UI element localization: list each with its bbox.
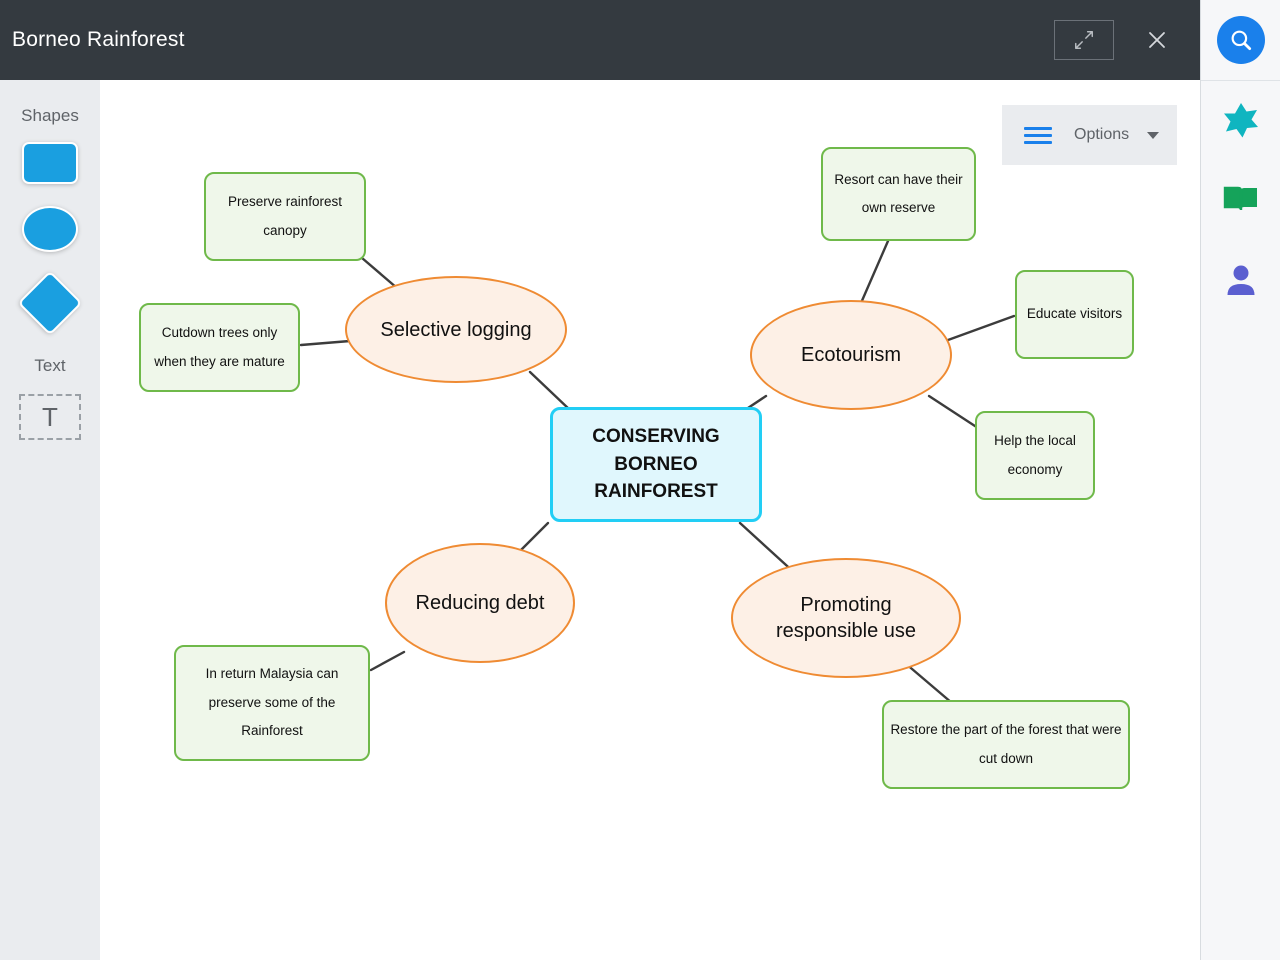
options-button[interactable]: Options: [1002, 105, 1177, 165]
search-icon[interactable]: [1217, 16, 1265, 64]
options-label: Options: [1074, 126, 1130, 143]
mindmap-edge: [946, 314, 1016, 342]
hamburger-icon: [1024, 123, 1052, 148]
leaf-node-restore-forest[interactable]: Restore the part of the forest that were…: [882, 700, 1130, 789]
chevron-down-icon: [1147, 131, 1159, 139]
rail-divider: [1201, 80, 1280, 81]
close-icon[interactable]: [1136, 19, 1178, 61]
node-label: Educate visitors: [1026, 306, 1123, 322]
node-label: Restore the part of the forest that were…: [890, 722, 1122, 766]
node-label: Reducing debt: [415, 592, 545, 614]
rectangle-shape[interactable]: [22, 142, 78, 184]
text-tool[interactable]: T: [19, 394, 81, 440]
right-icon-rail: [1200, 0, 1280, 960]
expand-arrows-icon[interactable]: [1054, 20, 1114, 60]
ellipse-shape[interactable]: [22, 206, 78, 252]
user-profile-icon[interactable]: [1201, 256, 1280, 304]
mindmap-edge: [903, 661, 954, 705]
node-label: Selective logging: [380, 318, 532, 341]
mindmap-edge: [299, 339, 352, 347]
shapes-panel-title: Shapes: [21, 106, 79, 125]
window-header: Borneo Rainforest: [0, 0, 1200, 80]
mindmap-edge: [859, 239, 890, 305]
open-book-icon[interactable]: [1201, 176, 1280, 224]
leaf-node-educate-visitors[interactable]: Educate visitors: [1015, 270, 1134, 359]
shapes-panel: Shapes Text T: [0, 80, 100, 960]
text-panel-title: Text: [34, 356, 66, 375]
branch-node-reducing-debt[interactable]: Reducing debt: [385, 543, 575, 663]
mindmap-edge: [369, 650, 406, 672]
branch-node-selective-logging[interactable]: Selective logging: [345, 276, 567, 383]
mindmap-edge: [927, 394, 980, 430]
star-burst-icon[interactable]: [1201, 96, 1280, 144]
diamond-shape[interactable]: [17, 270, 83, 336]
search-button[interactable]: [1201, 16, 1280, 64]
page-title: Borneo Rainforest: [12, 28, 185, 51]
mindmap-edge: [528, 370, 572, 412]
branch-node-ecotourism[interactable]: Ecotourism: [750, 300, 952, 410]
node-label: Ecotourism: [800, 344, 902, 366]
